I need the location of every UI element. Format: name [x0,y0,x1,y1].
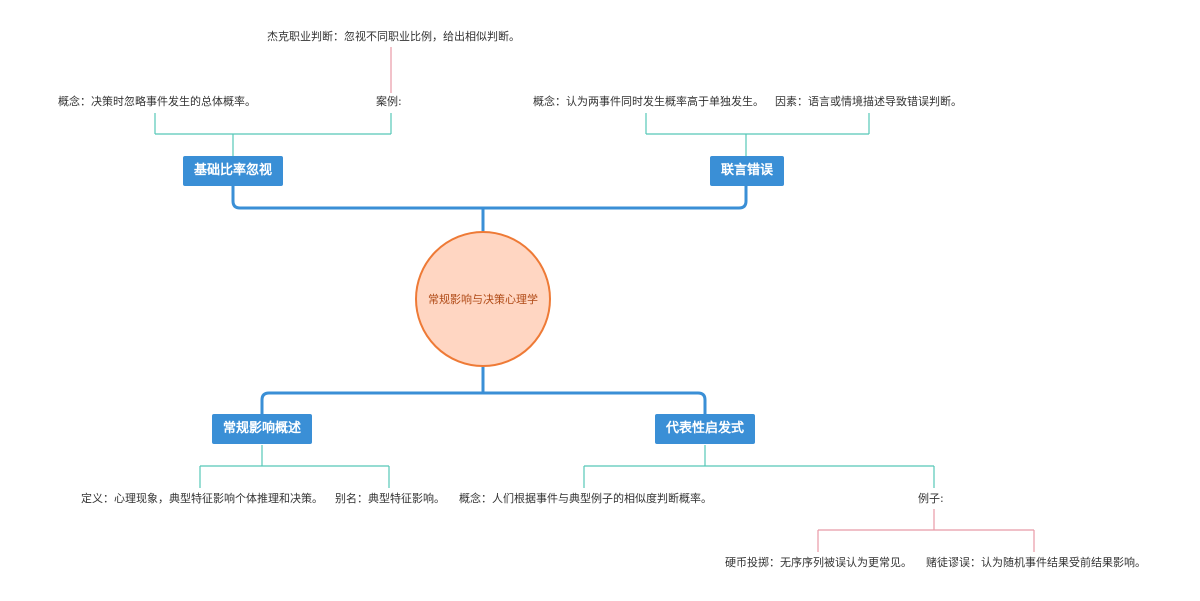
subtopic-base-rate-case[interactable]: 案例: [376,95,402,108]
subtopic-case-jack-occupation[interactable]: 杰克职业判断：忽视不同职业比例，给出相似判断。 [267,30,520,43]
connector-base-rate-trunk [231,186,483,210]
subtopic-representativeness-example[interactable]: 例子: [918,492,944,505]
topic-conjunction-fallacy[interactable]: 联言错误 [710,156,784,186]
topic-base-rate-neglect[interactable]: 基础比率忽视 [183,156,283,186]
connector-conjunction-trunk [483,186,748,210]
connector-base-rate-leaves [154,113,392,156]
connector-overview-trunk [260,391,483,414]
subtopic-base-rate-concept[interactable]: 概念：决策时忽略事件发生的总体概率。 [58,95,256,108]
topic-representativeness-heuristic[interactable]: 代表性启发式 [655,414,755,444]
subtopic-representativeness-concept[interactable]: 概念：人们根据事件与典型例子的相似度判断概率。 [459,492,712,505]
subtopic-overview-definition[interactable]: 定义：心理现象，典型特征影响个体推理和决策。 [81,492,323,505]
connector-conjunction-leaves [645,113,870,156]
subtopic-example-gambler-fallacy[interactable]: 赌徒谬误：认为随机事件结果受前结果影响。 [926,556,1146,569]
subtopic-overview-alias[interactable]: 别名：典型特征影响。 [335,492,445,505]
subtopic-example-coin-toss[interactable]: 硬币投掷：无序序列被误认为更常见。 [725,556,912,569]
central-topic-label: 常规影响与决策心理学 [428,293,538,306]
connector-overview-leaves [199,445,390,488]
central-topic[interactable]: 常规影响与决策心理学 [415,231,551,367]
topic-overview[interactable]: 常规影响概述 [212,414,312,444]
connector-representativeness-trunk [483,391,707,414]
connector-example-leaves [817,509,1035,552]
subtopic-conjunction-concept[interactable]: 概念：认为两事件同时发生概率高于单独发生。 [533,95,764,108]
subtopic-conjunction-factor[interactable]: 因素：语言或情境描述导致错误判断。 [775,95,962,108]
connector-representativeness-leaves [583,445,935,488]
